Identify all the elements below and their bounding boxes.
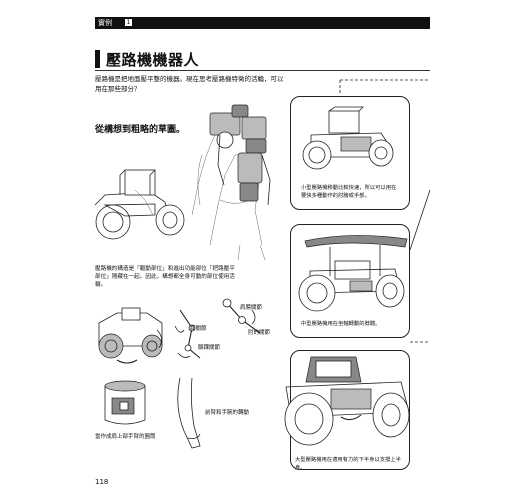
body-note: 壓路機的構造是「驅動部位」和進出功能部位「把路壓平部位」隱藏在一起。因此，構想都… [95,266,235,288]
section-subhead: 從構想到粗略的草圖。 [95,125,186,135]
intro-text: 壓路機是把地面壓平整的機器。現在思考壓路機特徵的活輪，可以用在那些部分？ [95,75,284,93]
page-title: 壓路機機器人 [106,51,200,69]
roller-sketch-1 [94,169,185,240]
panel-large-roller: 大型壓路機用在適用有力的下半身以支撐上半身。 [284,350,410,471]
header-section: 實例 [98,19,112,27]
label-knee: 膝關節 [190,326,207,332]
page-number: 118 [95,478,109,486]
roller-wheel-sketch [98,307,163,364]
label-shoulder-guard: 當作成肩上部手臂的圓筒 [95,434,156,440]
leg-joint-diagram [174,309,201,359]
label-ankle: 腳踝關節 [198,345,221,351]
chapter-number: 1 [125,19,132,26]
label-elbow: 肘的關節 [248,330,271,336]
robot-concept-sketch [191,104,271,261]
panel-small-roller-caption: 小型壓路機移動比較快速，所以可以用在要快多種動作的肘膀或手部。 [301,185,397,199]
forearm-sketch [177,377,201,449]
panel-small-roller: 小型壓路機移動比較快速，所以可以用在要快多種動作的肘膀或手部。 [290,96,410,210]
title-accent-bar [95,50,100,68]
label-hip: 肩膀關節 [240,305,263,311]
label-arm: 前臂和手腕的轉動 [205,410,250,416]
panel-medium-roller-caption: 中型壓路機用在坐軸轉動的脖體。 [301,321,381,327]
small-roller-illustration [302,106,394,170]
header-bar: 實例 1 [95,17,430,29]
arm-joint-diagram [222,298,261,334]
panel-medium-roller: 中型壓路機用在坐軸轉動的脖體。 [290,224,410,338]
shoulder-cylinder-sketch [104,380,146,425]
large-roller-illustration [284,356,410,446]
panel-large-roller-caption: 大型壓路機用在適用有力的下半身以支撐上半身。 [295,457,401,471]
medium-roller-illustration [298,235,408,312]
title-rule [95,70,430,71]
